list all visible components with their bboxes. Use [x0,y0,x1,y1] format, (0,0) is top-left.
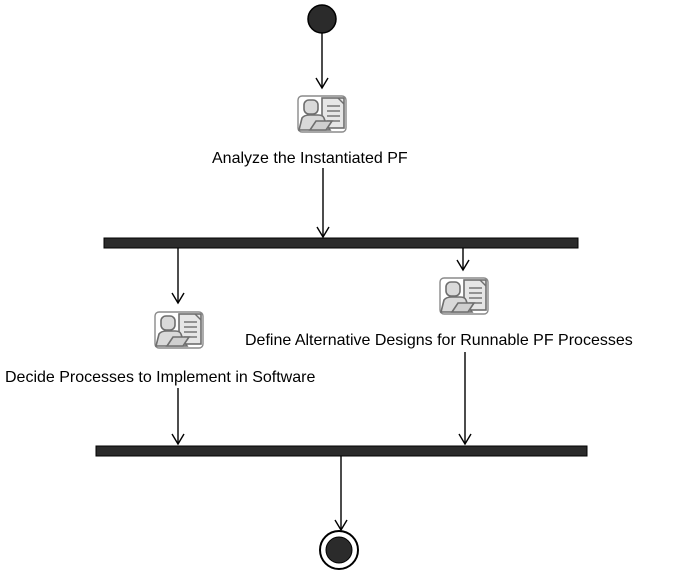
activity-define-icon [439,277,489,315]
activity-label-analyze: Analyze the Instantiated PF [212,150,408,167]
edge-join-to-final [334,456,348,532]
edge-analyze-to-fork [316,168,330,239]
edge-initial-to-analyze [315,33,329,90]
edge-define-to-join [458,352,472,446]
join-bar [95,445,588,457]
edge-decide-to-join [171,388,185,446]
edge-fork-to-decide [171,248,185,305]
activity-analyze-icon [297,95,347,133]
activity-decide-icon [154,311,204,349]
initial-node [307,4,337,34]
final-node [319,530,359,570]
activity-label-define: Define Alternative Designs for Runnable … [245,332,633,349]
fork-bar [103,237,579,249]
activity-label-decide: Decide Processes to Implement in Softwar… [5,369,316,386]
edge-fork-to-define [456,248,470,272]
